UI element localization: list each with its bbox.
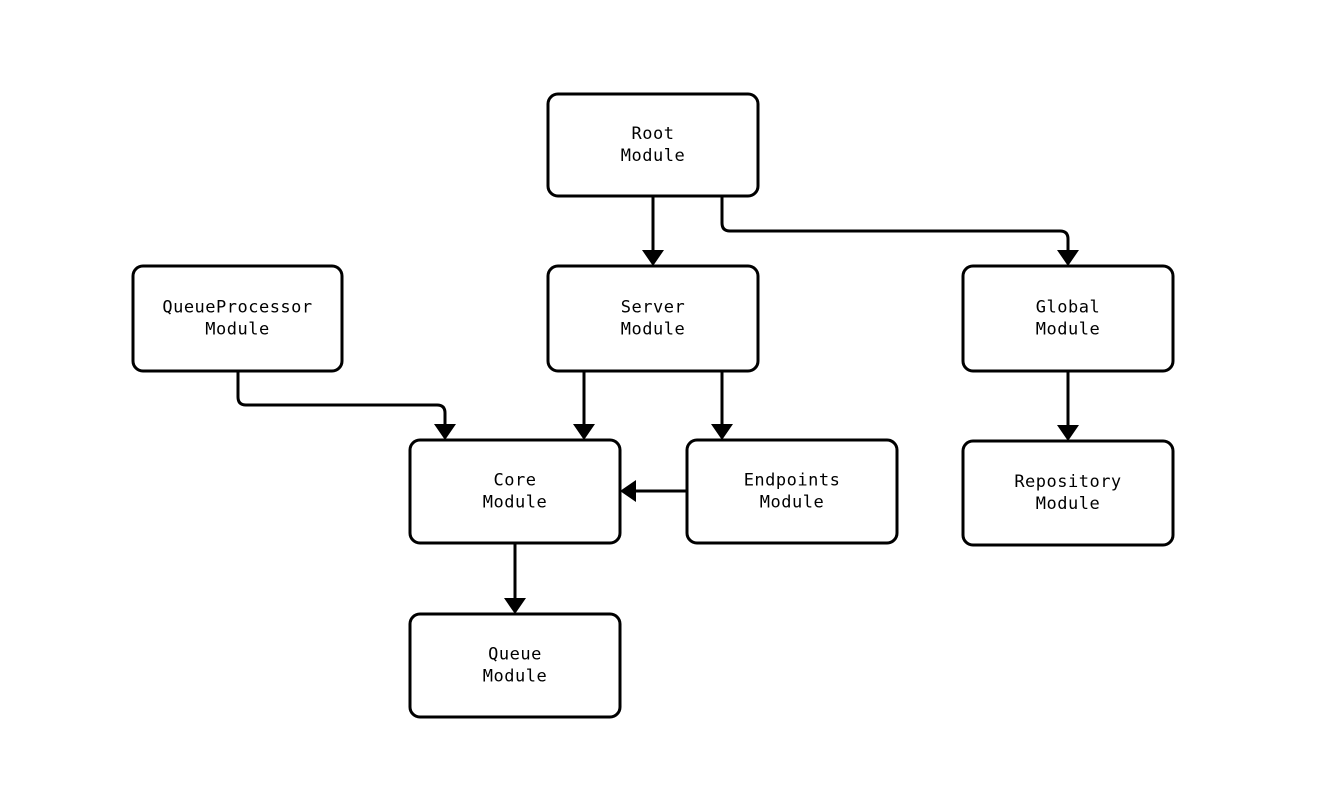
repository-module-node-label-line2: Module bbox=[1036, 494, 1100, 514]
endpoints-module-node-box[interactable] bbox=[685, 438, 899, 545]
edge-root-to-global-arrowhead-icon bbox=[1057, 250, 1079, 266]
edges-layer bbox=[236, 196, 1079, 614]
edge-server-to-core bbox=[573, 371, 595, 440]
repository-module-node-label-line1: Repository bbox=[1014, 472, 1121, 492]
queueprocessor-module-node-box[interactable] bbox=[131, 264, 344, 373]
queue-module-node-box[interactable] bbox=[408, 612, 622, 719]
core-module-node-label-line1: Core bbox=[494, 471, 537, 491]
core-module-node-label-line2: Module bbox=[483, 493, 547, 513]
edge-core-to-queue-arrowhead-icon bbox=[504, 598, 526, 614]
edge-server-to-core-arrowhead-icon bbox=[573, 424, 595, 440]
endpoints-module-node-label-line2: Module bbox=[760, 493, 824, 513]
root-module-node-label-line2: Module bbox=[621, 146, 685, 166]
edge-queueprocessor-to-core bbox=[236, 371, 456, 440]
server-module-node-box[interactable] bbox=[546, 264, 760, 373]
queue-module-node-label-line2: Module bbox=[483, 667, 547, 687]
edge-root-to-server bbox=[642, 196, 664, 266]
edge-root-to-server-arrowhead-icon bbox=[642, 250, 664, 266]
edge-core-to-queue bbox=[504, 543, 526, 614]
queueprocessor-module-node-label-line2: Module bbox=[205, 320, 269, 340]
root-module-node-label-line1: Root bbox=[632, 124, 675, 144]
repository-module-node-box[interactable] bbox=[961, 439, 1175, 547]
edge-global-to-repository-arrowhead-icon bbox=[1057, 425, 1079, 441]
server-module-node-label-line2: Module bbox=[621, 320, 685, 340]
edge-queueprocessor-to-core-arrowhead-icon bbox=[434, 424, 456, 440]
global-module-node-label-line2: Module bbox=[1036, 320, 1100, 340]
queue-module-node-label-line1: Queue bbox=[488, 645, 542, 665]
core-module-node-box[interactable] bbox=[408, 438, 622, 545]
server-module-node-label-line1: Server bbox=[621, 298, 685, 318]
edge-global-to-repository bbox=[1057, 371, 1079, 441]
edge-root-to-global-line bbox=[720, 196, 1070, 250]
edge-endpoints-to-core bbox=[620, 480, 687, 502]
nodes-layer: RootModuleQueueProcessorModuleServerModu… bbox=[131, 92, 1175, 719]
edge-server-to-endpoints bbox=[711, 371, 733, 440]
queueprocessor-module-node-label-line1: QueueProcessor bbox=[162, 298, 312, 318]
endpoints-module-node-label-line1: Endpoints bbox=[744, 471, 841, 491]
global-module-node-label-line1: Global bbox=[1036, 298, 1100, 318]
edge-endpoints-to-core-arrowhead-icon bbox=[620, 480, 636, 502]
edge-root-to-global bbox=[720, 196, 1079, 266]
edge-server-to-endpoints-arrowhead-icon bbox=[711, 424, 733, 440]
global-module-node-box[interactable] bbox=[961, 264, 1175, 373]
edge-queueprocessor-to-core-line bbox=[236, 371, 447, 424]
root-module-node-box[interactable] bbox=[546, 92, 760, 198]
